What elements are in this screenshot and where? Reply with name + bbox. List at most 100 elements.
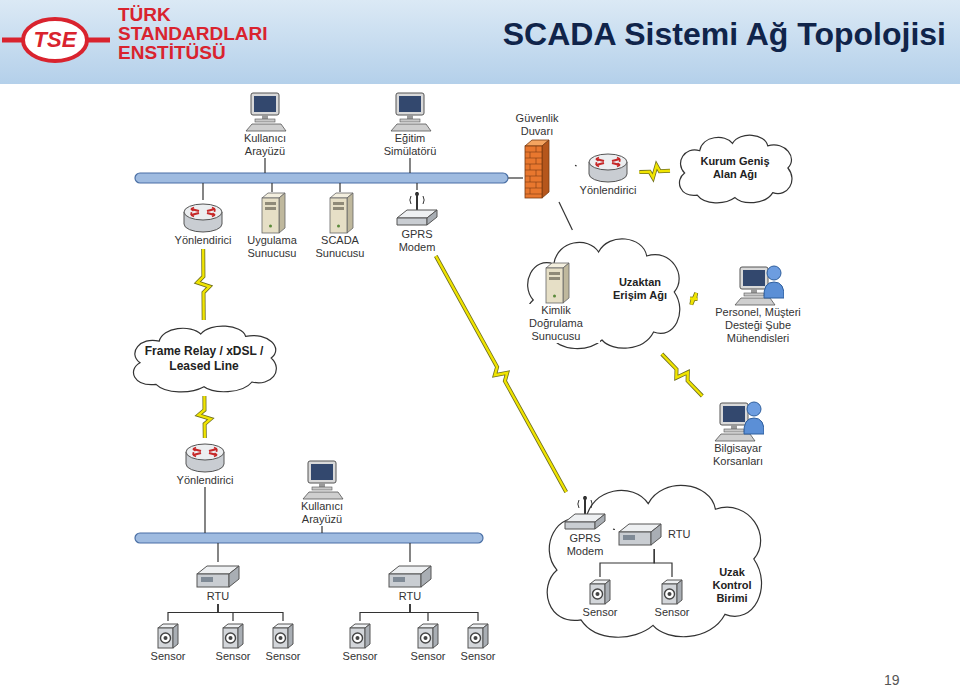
icon-part bbox=[399, 96, 421, 112]
icon-part bbox=[279, 193, 285, 233]
device-node: Yönlendirici bbox=[176, 440, 235, 487]
icon-part bbox=[747, 402, 761, 416]
icon-part bbox=[623, 535, 635, 540]
icon-part bbox=[433, 624, 438, 648]
icon-part bbox=[588, 578, 612, 606]
cloud-shape bbox=[679, 135, 792, 203]
connector-line bbox=[654, 549, 672, 577]
icon-part bbox=[225, 633, 235, 643]
logo-text: TÜRK STANDARDLARI ENSTİTÜSÜ bbox=[118, 5, 288, 62]
icon-part bbox=[743, 270, 765, 286]
connector bbox=[654, 549, 672, 577]
device-node: Sensor bbox=[215, 622, 252, 663]
network-bus bbox=[135, 173, 508, 183]
icon-part bbox=[333, 202, 344, 205]
connector bbox=[639, 165, 670, 177]
device-node: Sensor bbox=[342, 622, 379, 663]
icon-part bbox=[319, 483, 325, 487]
connector bbox=[436, 256, 566, 492]
icon-part bbox=[563, 263, 569, 303]
device-node: GPRS Modem bbox=[559, 494, 611, 558]
device-label: Sensor bbox=[410, 650, 447, 663]
device-label: Eğitim Simülatörü bbox=[374, 132, 446, 158]
connector bbox=[360, 604, 410, 621]
icon-part bbox=[416, 622, 440, 650]
icon-part bbox=[158, 628, 173, 648]
device-node: SCADA Sunucusu bbox=[304, 192, 376, 260]
icon-part bbox=[530, 176, 531, 182]
icon-part bbox=[466, 622, 490, 650]
icon-part bbox=[193, 448, 217, 457]
icon-part bbox=[246, 124, 286, 131]
device-node: Sensor bbox=[654, 578, 691, 619]
device-node: Sensor bbox=[265, 622, 302, 663]
bus-link bbox=[508, 177, 523, 178]
device-label: GPRS Modem bbox=[559, 532, 611, 558]
device-node: Güvenlik Duvarı bbox=[501, 112, 573, 200]
icon-part bbox=[184, 204, 222, 220]
icon-part bbox=[400, 119, 420, 122]
logo-ellipse bbox=[23, 19, 87, 61]
device-label: Sensor bbox=[582, 606, 619, 619]
icon-part bbox=[278, 636, 282, 640]
device-node: RTU bbox=[195, 562, 241, 603]
icon-part bbox=[423, 636, 427, 640]
icon-part bbox=[275, 633, 285, 643]
link-outline bbox=[662, 354, 703, 396]
icon-part bbox=[273, 628, 288, 648]
icon-part bbox=[333, 207, 344, 210]
icon-part bbox=[410, 196, 424, 204]
device-label: Sensor bbox=[460, 650, 497, 663]
bus-drop bbox=[416, 183, 417, 190]
icon-part bbox=[184, 440, 226, 474]
cloud-label: Frame Relay / xDSL / Leased Line bbox=[140, 344, 268, 374]
device-label: Sensor bbox=[342, 650, 379, 663]
device-node: GPRS Modem bbox=[391, 190, 443, 254]
device-icon bbox=[184, 440, 226, 474]
icon-part bbox=[740, 267, 768, 289]
icon-part bbox=[311, 464, 333, 480]
icon-part bbox=[347, 193, 353, 233]
network-cloud: Uzaktan Erişim AğıKimlik Doğrulama Sunuc… bbox=[516, 232, 688, 352]
device-icon bbox=[271, 622, 295, 650]
device-label: Personel, Müşteri Desteği Şube Mühendisl… bbox=[700, 306, 817, 345]
cloud-label: Uzaktan Erişim Ağı bbox=[604, 276, 676, 302]
device-label: Kullanıcı Arayüzü bbox=[229, 132, 301, 158]
icon-part bbox=[590, 584, 605, 604]
icon-part bbox=[254, 96, 276, 112]
icon-part bbox=[525, 176, 542, 177]
device-node: Uygulama Sunucusu bbox=[236, 192, 308, 260]
icon-part bbox=[542, 262, 570, 304]
device-node: Yönlendirici bbox=[579, 150, 638, 197]
icon-part bbox=[732, 262, 784, 306]
device-icon bbox=[395, 190, 439, 228]
cloud-label: Kurum Geniş Alan Ağı bbox=[690, 155, 780, 181]
icon-part bbox=[182, 200, 224, 234]
icon-part bbox=[418, 628, 433, 648]
connector bbox=[559, 202, 572, 230]
icon-part bbox=[348, 622, 372, 650]
bus-drop bbox=[409, 543, 410, 562]
page-number: 19 bbox=[884, 672, 900, 688]
icon-part bbox=[391, 124, 431, 131]
icon-part bbox=[584, 496, 586, 516]
connector bbox=[613, 529, 615, 530]
icon-part bbox=[651, 524, 661, 545]
cloud-shape bbox=[547, 485, 761, 637]
connector bbox=[168, 604, 218, 621]
icon-part bbox=[619, 532, 651, 545]
icon-part bbox=[271, 622, 295, 650]
connector bbox=[197, 249, 209, 320]
icon-part bbox=[416, 192, 418, 212]
icon-part bbox=[473, 636, 477, 640]
icon-part bbox=[193, 449, 217, 455]
icon-part bbox=[191, 208, 215, 217]
icon-part bbox=[583, 496, 587, 500]
icon-part bbox=[163, 636, 167, 640]
icon-part bbox=[525, 170, 542, 171]
icon-part bbox=[578, 500, 592, 508]
connector bbox=[575, 165, 577, 166]
icon-part bbox=[553, 295, 556, 298]
icon-part bbox=[525, 182, 542, 183]
icon-part bbox=[243, 92, 287, 132]
